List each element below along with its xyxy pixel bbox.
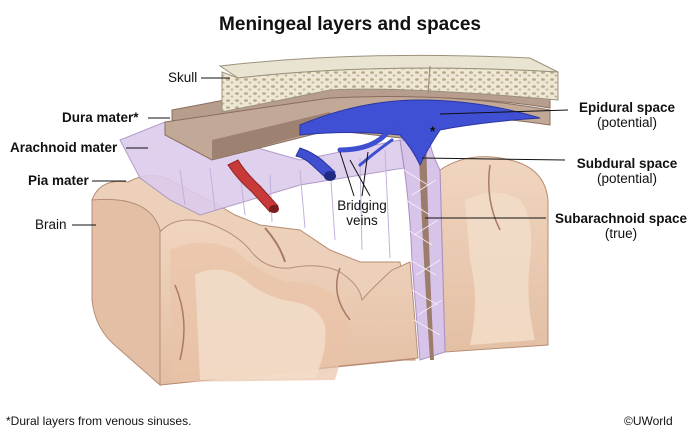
vein-cut-end (324, 171, 336, 181)
brain-label: Brain (35, 217, 67, 232)
right-hemisphere (439, 156, 549, 353)
bridging-veins-line2: veins (346, 213, 378, 228)
leader-lines (72, 77, 569, 226)
skull-diploe (221, 67, 559, 113)
falx-cerebri (418, 130, 434, 360)
skull-suture (427, 65, 431, 95)
white-matter-core (195, 269, 326, 380)
right-sulcus (488, 164, 501, 231)
venous-sinus (299, 99, 541, 167)
bridging-leader (339, 151, 371, 197)
subdural-space-title: Subdural space (576, 156, 678, 171)
artery-cut-end (269, 205, 279, 213)
subdural-leader (421, 157, 566, 161)
asterisk-marker: * (430, 124, 436, 139)
vessels (227, 123, 401, 213)
brain-left-side (91, 184, 161, 387)
page-title: Meningeal layers and spaces (219, 14, 481, 35)
pia-mater-label: Pia mater (28, 173, 89, 188)
epidural-space-label: Epidural space (potential) (560, 100, 694, 130)
sulcus-3 (335, 267, 351, 321)
sulcus-1 (264, 227, 286, 263)
subarachnoid-space-note: (true) (604, 226, 638, 241)
arachnoid-mater-label: Arachnoid mater (10, 140, 118, 155)
skull-label: Skull (168, 70, 198, 85)
dura-front-edge (212, 112, 330, 160)
subdural-space-label: Subdural space (potential) (560, 156, 694, 186)
trabeculae (403, 169, 443, 336)
epidural-leader (439, 109, 569, 115)
bridging-veins-label: Bridging veins (332, 198, 392, 228)
bridging-vein-1 (337, 123, 401, 153)
footnote: *Dural layers from venous sinuses. (6, 414, 192, 428)
right-white-matter (465, 192, 535, 345)
subarachnoid-space-label: Subarachnoid space (true) (546, 211, 696, 241)
sulcus-2 (174, 284, 185, 361)
brain-block (91, 175, 419, 387)
fissure (399, 130, 446, 361)
subarachnoid-space-title: Subarachnoid space (554, 211, 688, 226)
bridging-veins-line1: Bridging (337, 198, 387, 213)
epidural-space-note: (potential) (596, 115, 658, 130)
epidural-space-title: Epidural space (578, 100, 676, 115)
bridging-vein-2 (358, 138, 394, 167)
skull-bone (218, 54, 559, 113)
dura-mater-label: Dura mater* (62, 110, 139, 125)
artery (227, 159, 279, 213)
copyright: ©UWorld (624, 414, 673, 428)
subdural-space-note: (potential) (596, 171, 658, 186)
